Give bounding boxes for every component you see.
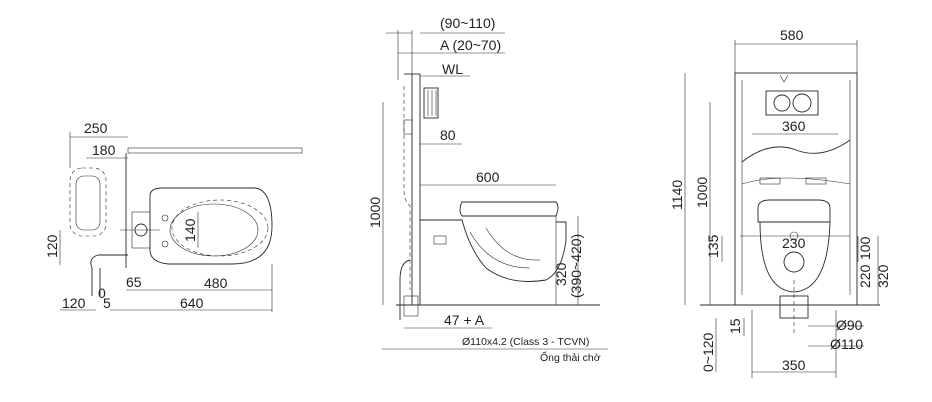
flush-arrow [779, 74, 789, 83]
dim-47A-text: 47 + A [444, 312, 485, 328]
front-view: 580 360 1140 1000 135 230 100 220 320 15… [669, 27, 891, 378]
frame-outline [734, 72, 858, 306]
valve-block [403, 119, 413, 135]
dim-640-text: 640 [180, 295, 204, 311]
bowl-inner [169, 203, 259, 257]
outlet-pipe [779, 295, 809, 319]
pipe-spec-text: Ø110x4.2 (Class 3 - TCVN) [462, 336, 589, 348]
dim-1000-front-text: 1000 [694, 177, 710, 208]
pipe-label-text: Ống thải chờ [540, 350, 601, 364]
dim-180-text: 180 [92, 142, 116, 158]
dim-0-120-text: 0~120 [700, 332, 716, 372]
flush-plate [423, 87, 439, 119]
dim-250-text: 250 [84, 120, 108, 136]
bowl-rim-dashed [171, 199, 269, 257]
flush-panel [765, 90, 819, 116]
tank-outline [69, 167, 107, 237]
dim-480-text: 480 [204, 275, 228, 291]
pipe-drop [91, 268, 101, 296]
tank-inner [75, 175, 101, 231]
flush-button-large [792, 93, 812, 113]
dim-0-text: 0 [98, 285, 106, 301]
bracket-right [805, 177, 827, 185]
pipe-bend [90, 254, 128, 269]
dim-110-text: Ø110 [830, 336, 863, 352]
dim-65-text: 65 [126, 274, 142, 290]
side-view: (90~110) A (20~70) WL 80 1000 600 320 (3… [367, 15, 608, 364]
dim-360-text: 360 [782, 118, 806, 134]
bowl-outline [149, 187, 273, 265]
dim-135-text: 135 [705, 234, 721, 258]
dim-600-text: 600 [476, 169, 500, 185]
dim-230-text: 230 [782, 235, 806, 251]
dim-80-text: 80 [440, 127, 456, 143]
dim-220-text: 220 [857, 264, 873, 288]
dim-320-front-text: 320 [875, 264, 891, 288]
drain-fitting [403, 295, 419, 317]
inlet-box [433, 235, 447, 245]
dim-100-text: 100 [857, 236, 873, 260]
dim-350-text: 350 [782, 357, 806, 373]
dim-5-text: 5 [103, 295, 111, 311]
flush-button-small [773, 94, 791, 112]
toilet-body [420, 219, 567, 282]
dim-15-text: 15 [727, 318, 743, 334]
dim-120-left-text: 120 [44, 234, 60, 258]
dim-390-420-text: (390~420) [568, 234, 584, 298]
wl-text: WL [442, 61, 463, 77]
dim-120-bottom-text: 120 [62, 295, 86, 311]
plan-view: 250 180 120 140 0 65 480 120 5 640 [44, 120, 303, 312]
tank-bottom [741, 177, 851, 185]
toilet-seat [459, 201, 559, 217]
dim-90-110-text: (90~110) [440, 15, 495, 31]
tank-curve [741, 139, 851, 163]
bolt-top [161, 214, 169, 222]
dim-1140-text: 1140 [669, 180, 685, 210]
bracket-left [759, 177, 781, 185]
toilet-trap [469, 231, 531, 269]
dim-A-text: A (20~70) [440, 37, 501, 53]
tank-side-dashed [403, 86, 411, 290]
drain-pipe-outer [399, 259, 411, 320]
seat-front [757, 199, 831, 223]
dim-1000-text: 1000 [367, 197, 383, 228]
dim-320-text: 320 [553, 262, 569, 286]
bowl-outlet [783, 251, 805, 273]
toilet-trap-inner [485, 227, 541, 261]
dim-580-text: 580 [780, 27, 804, 43]
bowl-front [759, 221, 831, 293]
wall-plate [127, 147, 303, 154]
dim-90-text: Ø90 [836, 317, 863, 333]
dim-140-text: 140 [182, 218, 198, 242]
bolt-bottom [161, 240, 169, 248]
